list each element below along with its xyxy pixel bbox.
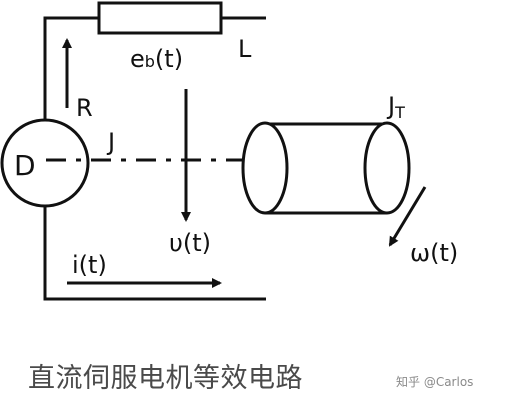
label-eb: eb(t) [130,45,183,73]
label-J: J [106,128,115,156]
omega-arrow [388,186,427,247]
label-v: υ(t) [169,229,211,257]
inductor-element [97,1,223,35]
label-i: i(t) [72,251,107,279]
bottom-wire [43,206,266,301]
watermark: 知乎 @Carlos [396,375,474,389]
load-cylinder [241,121,411,215]
arrows [62,38,427,288]
label-L: L [238,35,252,63]
figure-caption: 直流伺服电机等效电路 [28,363,303,394]
motor-circle [0,118,90,208]
label-R: R [76,94,93,122]
label-JT: JT [386,92,405,122]
label-D: D [14,149,36,182]
label-omega: ω(t) [410,239,458,267]
